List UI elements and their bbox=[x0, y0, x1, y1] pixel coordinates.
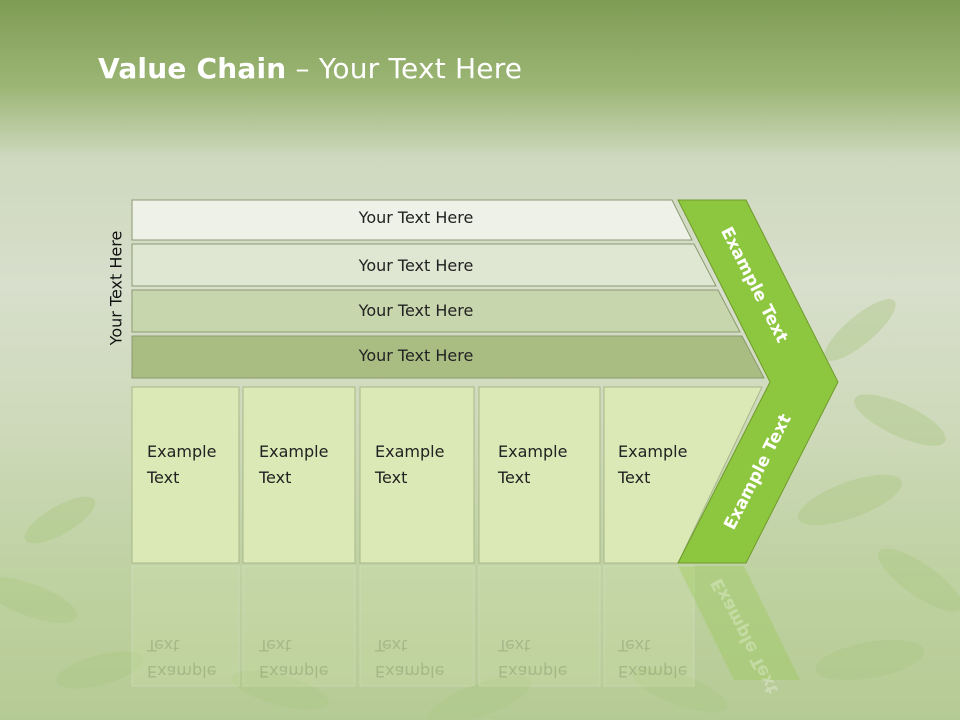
column-label-1-line1: Example bbox=[147, 442, 217, 461]
bar-shape-2 bbox=[131, 243, 717, 287]
column-label-reflection-2: Example Text bbox=[259, 632, 328, 684]
column-label-5: Example Text bbox=[618, 439, 687, 491]
bar-label-2: Your Text Here bbox=[358, 256, 474, 275]
chevron-arrow bbox=[677, 199, 839, 564]
arrow-reflection bbox=[678, 566, 800, 680]
title-bold: Value Chain bbox=[98, 52, 287, 85]
column-reflection-5-line1: Example bbox=[618, 662, 688, 681]
column-reflection-3-line1: Example bbox=[375, 662, 445, 681]
column-label-1: Example Text bbox=[147, 439, 216, 491]
column-shape-3 bbox=[359, 386, 475, 564]
column-label-reflection-5: Example Text bbox=[618, 632, 687, 684]
column-label-3-line1: Example bbox=[375, 442, 445, 461]
column-reflection-5-line2: Text bbox=[618, 636, 651, 655]
column-reflection-2-line2: Text bbox=[259, 636, 292, 655]
column-shape-2 bbox=[242, 386, 356, 564]
column-label-reflection-1: Example Text bbox=[147, 632, 216, 684]
slide-title: Value Chain – Your Text Here bbox=[98, 52, 522, 85]
column-reflection-1-line1: Example bbox=[147, 662, 217, 681]
column-reflection-4-line1: Example bbox=[498, 662, 568, 681]
column-label-4-line2: Text bbox=[498, 468, 531, 487]
bar-shape-4 bbox=[131, 335, 765, 379]
column-reflection-4 bbox=[478, 565, 601, 687]
column-label-1-line2: Text bbox=[147, 468, 180, 487]
bar-label-4: Your Text Here bbox=[358, 346, 474, 365]
column-reflection-2 bbox=[242, 565, 356, 687]
column-label-reflection-3: Example Text bbox=[375, 632, 444, 684]
column-label-2-line2: Text bbox=[259, 468, 292, 487]
bar-shape-1 bbox=[131, 199, 693, 241]
column-shape-4 bbox=[478, 386, 601, 564]
column-label-3: Example Text bbox=[375, 439, 444, 491]
column-reflection-2-line1: Example bbox=[259, 662, 329, 681]
column-shape-1 bbox=[131, 386, 240, 564]
column-reflection-3 bbox=[359, 565, 475, 687]
bar-shape-3 bbox=[131, 289, 741, 333]
column-label-4: Example Text bbox=[498, 439, 567, 491]
column-label-4-line1: Example bbox=[498, 442, 568, 461]
column-reflection-1 bbox=[131, 565, 240, 687]
bar-label-1: Your Text Here bbox=[358, 208, 474, 227]
column-label-3-line2: Text bbox=[375, 468, 408, 487]
title-rest: – Your Text Here bbox=[286, 52, 523, 85]
column-label-2: Example Text bbox=[259, 439, 328, 491]
column-reflection-3-line2: Text bbox=[375, 636, 408, 655]
bar-label-3: Your Text Here bbox=[358, 301, 474, 320]
column-reflection-4-line2: Text bbox=[498, 636, 531, 655]
column-label-5-line2: Text bbox=[618, 468, 651, 487]
column-label-2-line1: Example bbox=[259, 442, 329, 461]
column-reflection-5 bbox=[603, 565, 695, 687]
column-reflection-1-line2: Text bbox=[147, 636, 180, 655]
column-label-5-line1: Example bbox=[618, 442, 688, 461]
column-label-reflection-4: Example Text bbox=[498, 632, 567, 684]
